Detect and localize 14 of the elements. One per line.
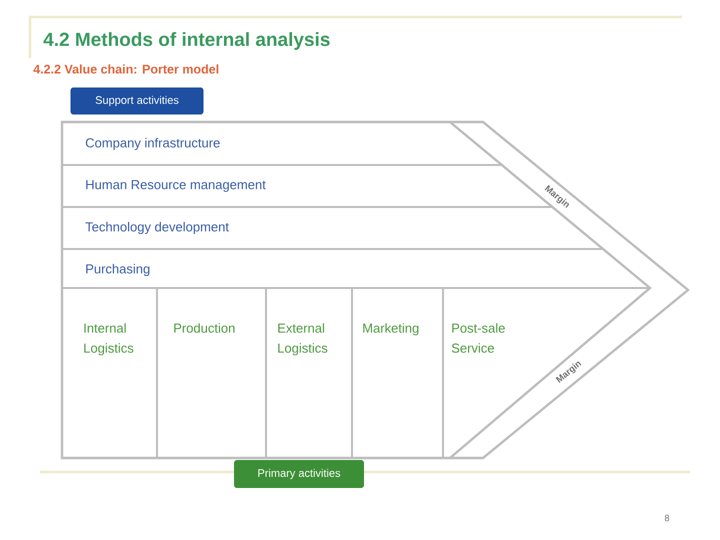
- activity-label: External Logistics: [278, 323, 328, 356]
- activity-label: Human Resource management: [86, 180, 266, 192]
- activity-label: Technology development: [86, 222, 229, 234]
- page-number: 8: [664, 514, 670, 522]
- slide-title: 4.2 Methods of internal analysis: [44, 32, 330, 50]
- activity-label: Marketing: [363, 323, 418, 336]
- primary-activities-tag: Primary activities: [234, 460, 364, 488]
- support-activities-tag: Support activities: [70, 88, 204, 114]
- activity-label: Post-sale Service: [452, 323, 505, 353]
- activity-label: Purchasing: [86, 264, 150, 276]
- activity-label: Company infrastructure: [86, 138, 220, 150]
- activity-label: Production: [174, 323, 234, 333]
- activity-label: Internal Logistics: [84, 323, 134, 356]
- slide-subtitle: 4.2.2 Value chain: Porter model: [33, 64, 218, 74]
